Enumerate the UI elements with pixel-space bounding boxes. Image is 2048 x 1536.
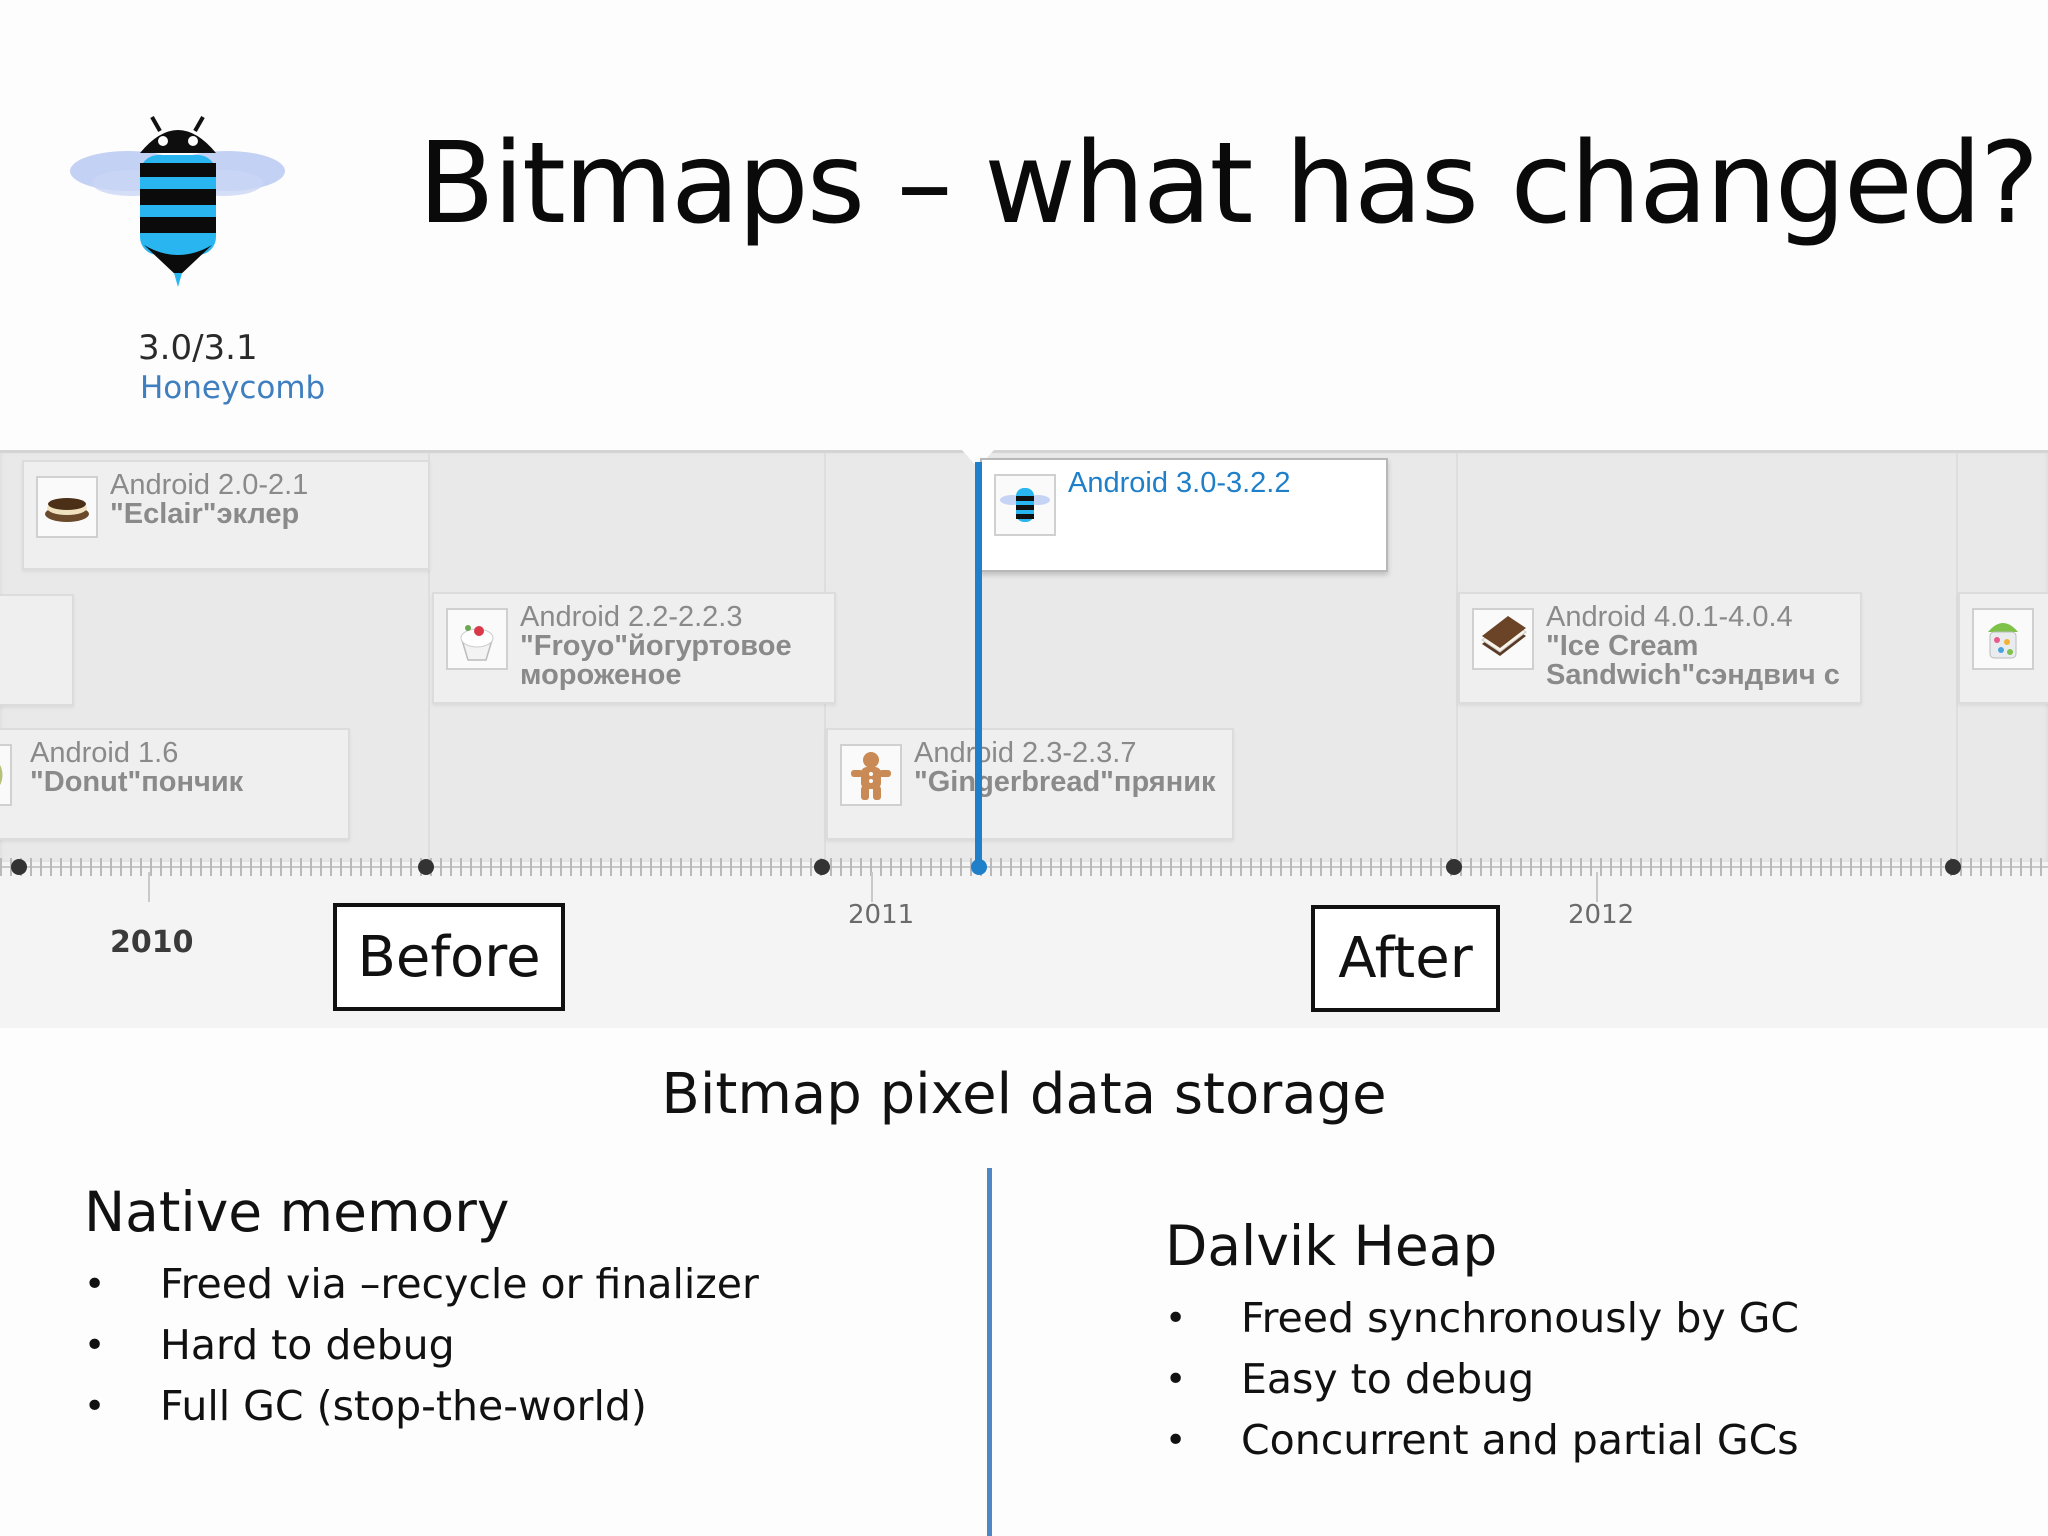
before-label: Before — [333, 903, 565, 1011]
list-item: • Easy to debug — [1165, 1349, 1799, 1410]
list-item: • Full GC (stop-the-world) — [84, 1376, 759, 1437]
gingerbread-icon — [840, 744, 902, 806]
jelly-bean-icon — [1972, 608, 2034, 670]
card-title: Android 2.0-2.1 — [110, 469, 309, 501]
timeline-axis-area — [0, 862, 2048, 1028]
column-divider — [987, 1168, 992, 1536]
donut-icon — [0, 744, 12, 806]
timeline-release-dot[interactable] — [814, 859, 830, 875]
card-title: Android 2.2-2.2.3 — [520, 601, 743, 633]
timeline-card-ice-cream-sandwich[interactable]: Android 4.0.1-4.0.4 "Ice Cream Sandwich"… — [1458, 592, 1862, 704]
version-name: Honeycomb — [140, 370, 326, 406]
timeline-release-dot[interactable] — [1945, 859, 1961, 875]
native-memory-list: • Freed via –recycle or finalizer • Hard t… — [84, 1254, 759, 1437]
timeline-column-divider — [428, 453, 430, 863]
bullet-icon: • — [1165, 1298, 1187, 1339]
year-label: 2010 — [110, 925, 194, 960]
list-item-text: Easy to debug — [1241, 1355, 1535, 1403]
timeline-card-eclair[interactable]: Android 2.0-2.1 "Eclair"эклер — [22, 460, 430, 570]
ice-cream-sandwich-icon — [1472, 608, 1534, 670]
card-title: Android 4.0.1-4.0.4 — [1546, 601, 1793, 633]
card-title: Android 1.6 — [30, 737, 179, 769]
bullet-icon: • — [84, 1264, 106, 1305]
timeline-ruler — [0, 858, 2048, 876]
timeline-card-donut[interactable]: Android 1.6 "Donut"пончик — [0, 728, 350, 840]
card-subtitle: "Ice Cream Sandwich"сэндвич с — [1546, 630, 1840, 691]
list-item-text: Freed via –recycle or finalizer — [160, 1260, 759, 1308]
timeline-column-divider — [1456, 453, 1458, 863]
list-item: • Freed via –recycle or finalizer — [84, 1254, 759, 1315]
year-label: 2011 — [848, 900, 915, 930]
section-heading: Bitmap pixel data storage — [661, 1062, 1387, 1127]
card-title: Android 3.0-3.2.2 — [1068, 467, 1291, 499]
list-item-text: Full GC (stop-the-world) — [160, 1382, 647, 1430]
bullet-icon: • — [84, 1325, 106, 1366]
froyo-icon — [446, 608, 508, 670]
list-item: • Concurrent and partial GCs — [1165, 1410, 1799, 1471]
bullet-icon: • — [1165, 1420, 1187, 1461]
after-label: After — [1311, 905, 1500, 1012]
timeline-release-dot[interactable] — [1446, 859, 1462, 875]
list-item-text: Concurrent and partial GCs — [1241, 1416, 1799, 1464]
timeline-current-dot[interactable] — [971, 859, 987, 875]
list-item-text: Hard to debug — [160, 1321, 455, 1369]
honeycomb-bee-icon — [70, 116, 285, 287]
card-subtitle: "Donut"пончик — [30, 766, 244, 798]
native-memory-title: Native memory — [84, 1180, 510, 1244]
eclair-icon — [36, 476, 98, 538]
dalvik-heap-title: Dalvik Heap — [1165, 1214, 1498, 1278]
timeline-card-jelly-bean[interactable] — [1958, 592, 2048, 704]
timeline-card-froyo[interactable]: Android 2.2-2.2.3 "Froyo"йогуртовое моро… — [432, 592, 836, 704]
dalvik-heap-list: • Freed synchronously by GC • Easy to debu… — [1165, 1288, 1799, 1471]
timeline-release-dot[interactable] — [418, 859, 434, 875]
card-subtitle: "Froyo"йогуртовое мороженое — [520, 630, 792, 691]
timeline-card-gingerbread[interactable]: Android 2.3-2.3.7 "Gingerbread"пряник — [826, 728, 1234, 840]
list-item-text: Freed synchronously by GC — [1241, 1294, 1800, 1342]
year-tick — [1596, 872, 1598, 902]
year-tick — [148, 872, 150, 902]
timeline-card-honeycomb[interactable]: Android 3.0-3.2.2 — [980, 458, 1388, 572]
list-item: • Freed synchronously by GC — [1165, 1288, 1799, 1349]
card-title: Android 2.3-2.3.7 — [914, 737, 1137, 769]
honeycomb-icon — [994, 474, 1056, 536]
card-subtitle: "Eclair"эклер — [110, 498, 300, 530]
year-label: 2012 — [1568, 900, 1635, 930]
year-tick — [871, 872, 873, 902]
slide-title: Bitmaps – what has changed? — [418, 119, 2039, 249]
timeline-card-partial — [0, 594, 74, 706]
timeline-column-divider — [1956, 453, 1958, 863]
timeline-current-marker — [975, 462, 982, 866]
timeline-release-dot[interactable] — [11, 859, 27, 875]
card-subtitle: "Gingerbread"пряник — [914, 766, 1216, 798]
bullet-icon: • — [84, 1386, 106, 1427]
list-item: • Hard to debug — [84, 1315, 759, 1376]
bullet-icon: • — [1165, 1359, 1187, 1400]
version-number: 3.0/3.1 — [138, 328, 258, 368]
